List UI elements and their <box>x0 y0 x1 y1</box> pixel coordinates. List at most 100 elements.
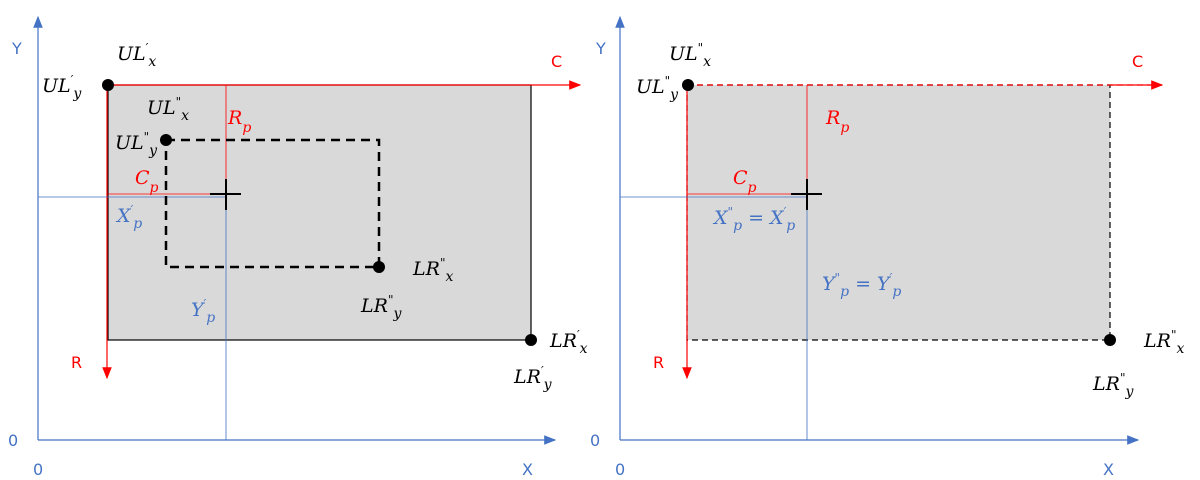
y-axis-label: Y <box>595 39 606 58</box>
label-part: R <box>825 107 840 129</box>
label-part: ′ <box>131 203 134 217</box>
left-label-cp: Cp <box>135 167 159 196</box>
label-part: " <box>728 205 734 219</box>
right-label-cp: Cp <box>733 167 757 196</box>
r-axis-label: R <box>653 353 664 372</box>
label-part: x <box>703 54 711 70</box>
label-part: y <box>72 86 82 102</box>
label-part: UL <box>117 43 146 65</box>
x-axis-label: X <box>1103 460 1114 479</box>
label-part: UL <box>147 97 176 119</box>
label-part: X <box>712 207 729 229</box>
right-panel: Y X 0 0 C R <box>590 15 1164 479</box>
label-part: " <box>665 74 671 88</box>
right-label-rp: Rp <box>825 107 849 136</box>
original-image-rect <box>107 84 532 341</box>
label-part: C <box>733 167 748 189</box>
left-label-ul2y: UL"y <box>115 130 158 159</box>
label-part: " <box>176 95 182 109</box>
label-part: y <box>669 87 679 103</box>
label-part: ′ <box>71 73 74 87</box>
label-part: R <box>227 107 242 129</box>
right-label-ul2y: UL"y <box>636 74 679 103</box>
crosshair-icon <box>791 179 822 210</box>
c-axis-label: C <box>551 52 562 71</box>
ul1-point <box>102 79 114 91</box>
label-part: x <box>580 341 588 357</box>
origin-label-x: 0 <box>615 460 625 479</box>
label-part: x <box>148 54 156 70</box>
left-panel: Y X 0 0 C R <box>8 15 582 479</box>
label-part: ′ <box>577 328 580 342</box>
right-label-lr2x: LR"x <box>1143 328 1184 357</box>
label-part: " <box>1171 328 1177 342</box>
label-part: C <box>135 167 150 189</box>
right-label-xeq: X"p = X′p <box>712 205 795 234</box>
label-part: p <box>133 216 142 232</box>
left-label-ul1x: UL′x <box>117 41 156 70</box>
label-part: " <box>698 41 704 55</box>
label-part: " <box>835 271 841 285</box>
label-part: p <box>840 120 849 136</box>
label-part: " <box>388 293 394 307</box>
r-axis-label: R <box>71 353 82 372</box>
label-part: " <box>144 130 150 144</box>
label-part: " <box>440 256 446 270</box>
label-part: LR <box>1143 330 1171 352</box>
label-part: LR <box>1092 373 1120 395</box>
math-labels: UL′xUL′yUL"xUL"yRpCpX′pY′pLR"xLR"yLR′xLR… <box>42 41 1184 400</box>
label-part: y <box>148 143 158 159</box>
crosshair-icon <box>210 179 241 210</box>
left-label-rp: Rp <box>227 107 251 136</box>
left-label-lr2y: LR"y <box>360 293 402 322</box>
label-part: LR <box>360 295 388 317</box>
left-label-ul2x: UL"x <box>147 95 189 124</box>
label-part: LR <box>513 366 541 388</box>
left-label-lr1x: LR′x <box>549 328 588 357</box>
right-label-ul2x: UL"x <box>669 41 711 70</box>
lr2-point <box>373 261 385 273</box>
right-label-lr2y: LR"y <box>1092 371 1134 400</box>
label-part: ′ <box>146 41 149 55</box>
label-part: p <box>892 284 901 300</box>
left-label-yp: Y′p <box>191 297 215 326</box>
left-label-lr1y: LR′y <box>513 364 553 393</box>
label-part: LR <box>412 258 440 280</box>
origin-label-y: 0 <box>590 431 600 450</box>
ul2-point <box>160 134 172 146</box>
subimage-rect-resampled <box>686 84 1111 341</box>
label-part: ′ <box>204 297 207 311</box>
lr2-point <box>1104 334 1116 346</box>
label-part: UL <box>42 75 71 97</box>
label-part: p <box>733 218 742 234</box>
label-part: X <box>115 205 132 227</box>
right-label-yeq: Y"p = Y′p <box>822 271 901 300</box>
origin-label-x: 0 <box>33 460 43 479</box>
label-part: p <box>206 310 215 326</box>
label-part: LR <box>549 330 577 352</box>
label-part: ′ <box>784 205 787 219</box>
label-part: y <box>543 377 553 393</box>
label-part: ′ <box>890 271 893 285</box>
label-part: UL <box>115 132 144 154</box>
label-part: x <box>445 269 453 285</box>
subimage-rect <box>164 138 381 269</box>
left-label-lr2x: LR"x <box>412 256 453 285</box>
left-label-xp: X′p <box>115 203 142 232</box>
ul2-point <box>682 79 694 91</box>
label-part: x <box>1176 341 1184 357</box>
lr1-point <box>525 334 537 346</box>
label-part: p <box>840 284 849 300</box>
label-part: x <box>181 108 189 124</box>
label-part: " <box>1120 371 1126 385</box>
label-part: p <box>150 180 159 196</box>
label-part: p <box>786 218 795 234</box>
label-part: p <box>748 180 757 196</box>
label-part: Y <box>191 299 206 321</box>
y-axis-label: Y <box>11 39 22 58</box>
left-label-ul1y: UL′y <box>42 73 82 102</box>
label-part: p <box>242 120 251 136</box>
label-part: ′ <box>541 364 544 378</box>
label-part: = Y <box>849 273 892 295</box>
